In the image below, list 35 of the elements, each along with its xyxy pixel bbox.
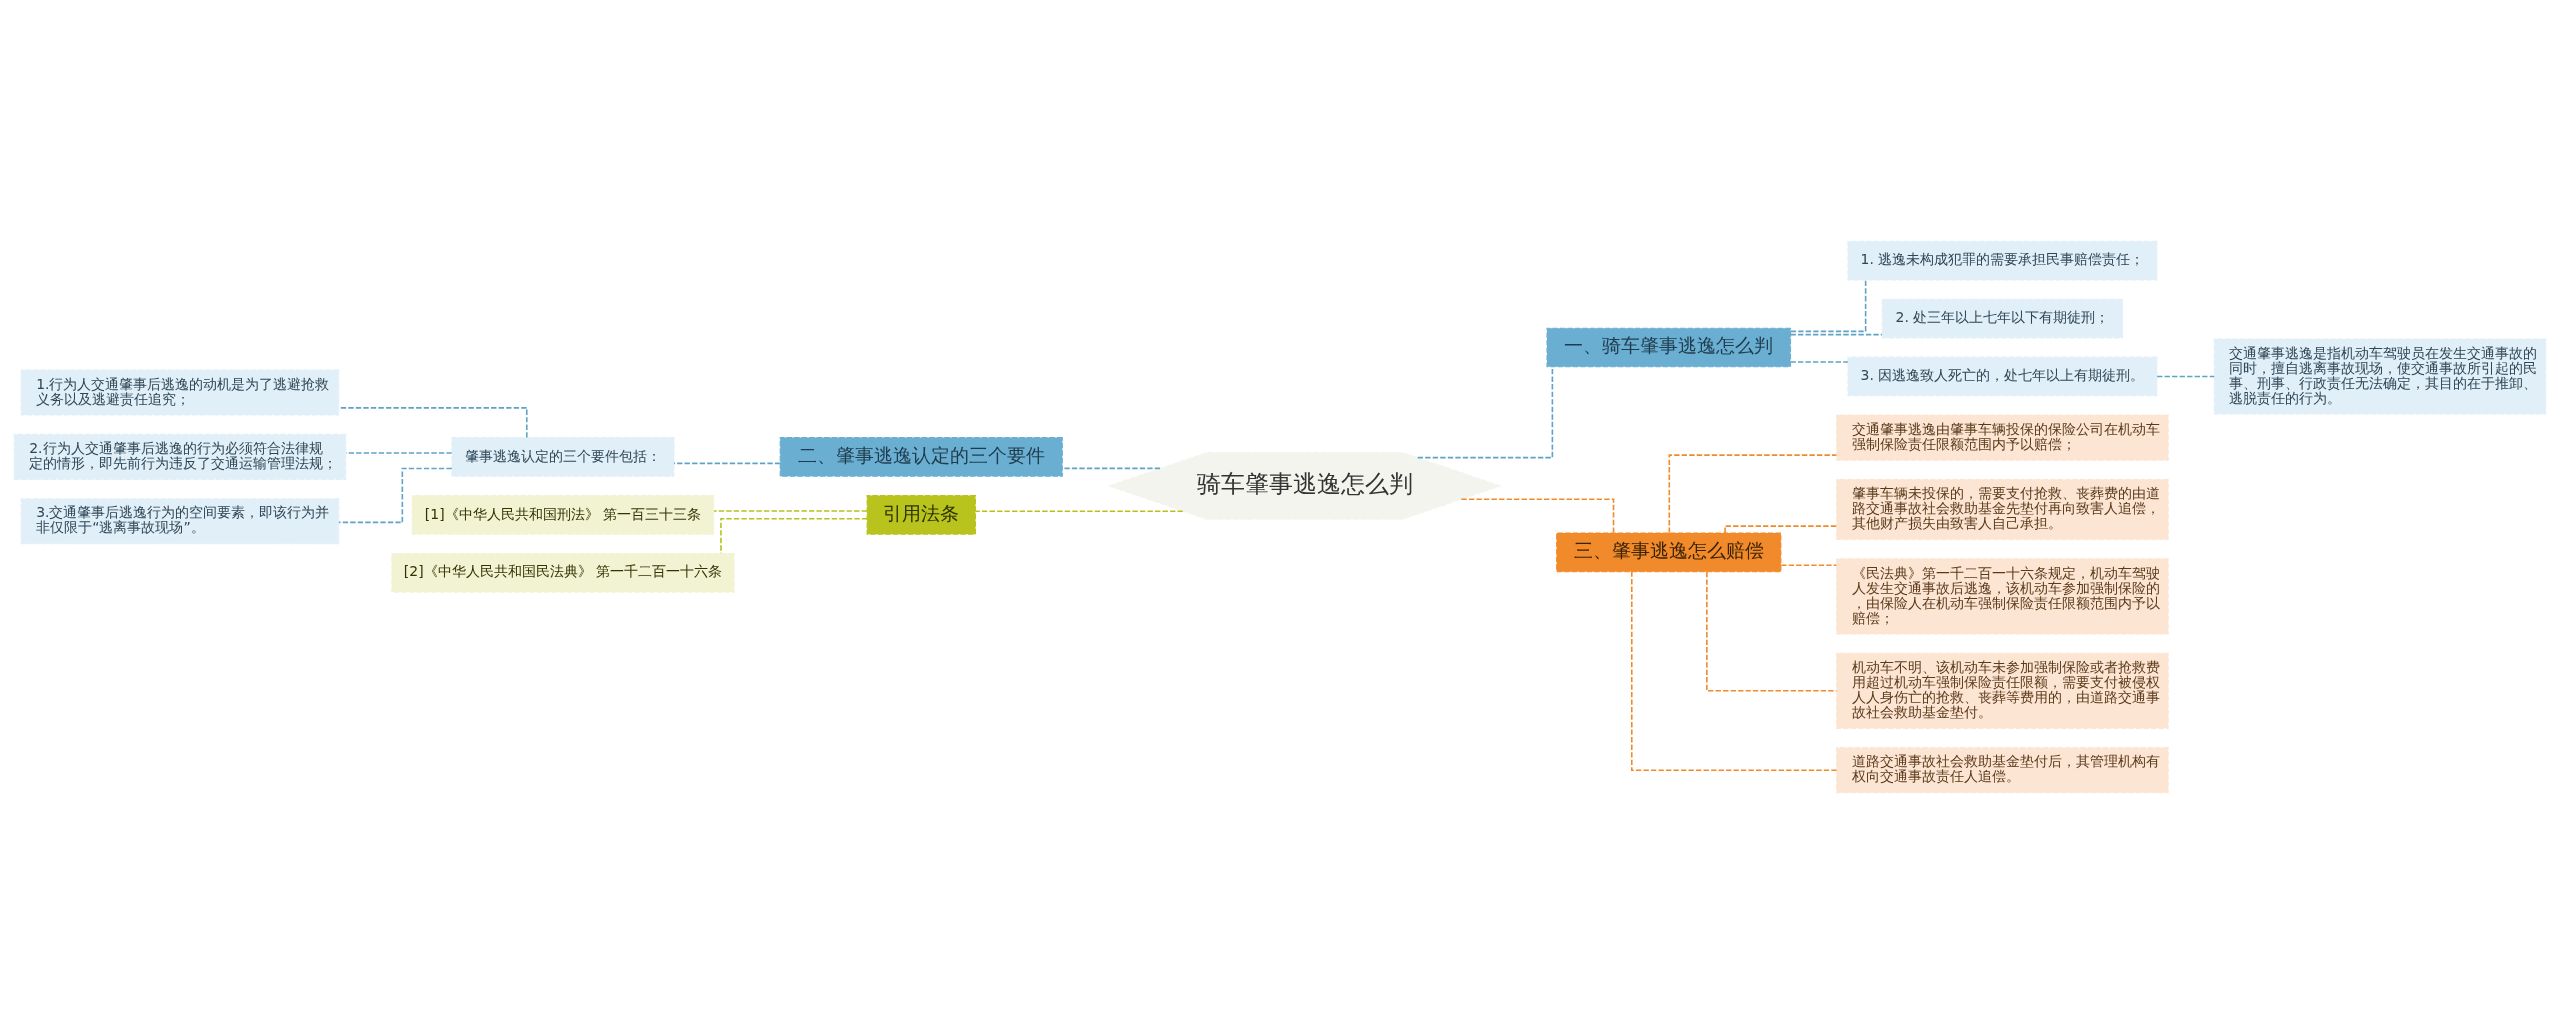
connector: [1789, 333, 1883, 335]
node-box: 引用法条: [866, 494, 976, 535]
node-box: 机动车不明、该机动车未参加强制保险或者抢救费用超过机动车强制保险责任限额，需要支付被侵权人人身伤亡的抢救、丧葬等费用的，由道路交通事故社会救助基金垫付。: [1836, 652, 2169, 729]
node-box: [1]《中华人民共和国刑法》 第一百三十三条: [411, 494, 715, 535]
connector: [1780, 563, 1838, 566]
connector: [713, 509, 868, 512]
node-box: 《民法典》第一千二百一十六条规定，机动车驾驶人发生交通事故后逃逸，该机动车参加强制保险的，由保险人在机动车强制保险责任限额范围内予以赔偿；: [1836, 557, 2169, 634]
node-box: 3.交通肇事后逃逸行为的空间要素，即该行为并非仅限于“逃离事故现场”。: [20, 497, 340, 544]
connector: [673, 462, 781, 464]
node-box: 2.行为人交通肇事后逃逸的行为必须符合法律规定的情形，即先前行为违反了交通运输管理法规；: [13, 433, 347, 480]
node-box: 3. 因逃逸致人死亡的，处七年以上有期徒刑。: [1847, 356, 2158, 396]
node-box: [2]《中华人民共和国民法典》 第一千二百一十六条: [391, 552, 735, 593]
connector: [1630, 570, 1838, 771]
connector: [1460, 498, 1615, 534]
connector: [338, 467, 453, 523]
connector: [345, 451, 453, 454]
node-box: 1.行为人交通肇事后逃逸的动机是为了逃避抢救义务以及逃避责任追究；: [20, 369, 340, 416]
connector: [1061, 467, 1161, 469]
connector: [1789, 278, 1867, 332]
connector: [2156, 375, 2216, 377]
node-box: 交通肇事逃逸由肇事车辆投保的保险公司在机动车强制保险责任限额范围内予以赔偿；: [1836, 414, 2169, 461]
node-box: 1. 逃逸未构成犯罪的需要承担民事赔偿责任；: [1847, 240, 2158, 280]
connector: [975, 510, 1184, 512]
node-box: 三、肇事逃逸怎么赔偿: [1556, 532, 1782, 572]
connector: [1668, 453, 1838, 534]
node-box: 一、骑车肇事逃逸怎么判: [1546, 327, 1792, 367]
node-box: 肇事车辆未投保的，需要支付抢救、丧葬费的由道路交通事故社会救助基金先垫付再向致害人追偿，其他财产损失由致害人自己承担。: [1836, 478, 2169, 540]
node-box: 肇事逃逸认定的三个要件包括：: [451, 436, 675, 477]
connector: [1789, 360, 1849, 363]
node-box: 二、肇事逃逸认定的三个要件: [779, 436, 1063, 477]
node-box: 交通肇事逃逸是指机动车驾驶员在发生交通事故的同时，擅自逃离事故现场，使交通事故所引起的民事、刑事、行政责任无法确定，其目的在于推卸、逃脱责任的行为。: [2213, 337, 2547, 415]
node-box: 2. 处三年以上七年以下有期徒刑；: [1881, 298, 2124, 338]
connector: [1724, 524, 1838, 534]
node-box: 道路交通事故社会救助基金垫付后，其管理机构有权向交通事故责任人追偿。: [1836, 746, 2169, 793]
connector: [720, 517, 868, 554]
